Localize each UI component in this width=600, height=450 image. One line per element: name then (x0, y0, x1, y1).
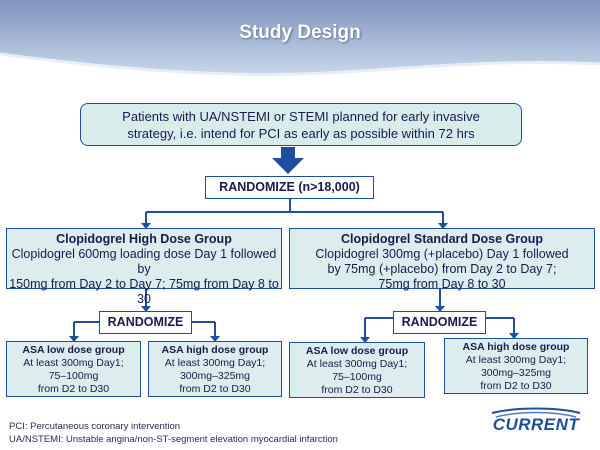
asa-group-title: ASA high dose group (462, 341, 570, 353)
population-line-2: strategy, i.e. intend for PCI as early a… (127, 126, 475, 141)
current-logo: CURRENT (486, 405, 586, 443)
arrowhead-asa1 (69, 336, 79, 342)
arm-high-line-2: 150mg from Day 2 to Day 7; 75mg from Day… (9, 277, 279, 306)
down-arrow-main (272, 147, 304, 174)
arm-standard-dose-box: Clopidogrel Standard Dose Group Clopidog… (289, 228, 595, 291)
randomize-right-box: RANDOMIZE (393, 311, 486, 334)
arrowhead-asa2 (210, 336, 220, 342)
arrowhead-rand-right (435, 306, 445, 312)
asa-group-line: At least 300mg Day1; (164, 357, 266, 369)
asa-group-line: 75–100mg (332, 371, 382, 383)
randomize-main-box: RANDOMIZE (n>18,000) (205, 176, 374, 199)
arrowhead-asa4 (509, 333, 519, 339)
asa-group-box: ASA high dose group At least 300mg Day1;… (444, 338, 588, 394)
asa-group-line: from D2 to D30 (480, 380, 552, 392)
asa-group-line: from D2 to D30 (37, 383, 110, 395)
asa-group-line: At least 300mg Day1; (306, 358, 408, 370)
asa-group-box: ASA low dose group At least 300mg Day1; … (289, 342, 425, 398)
randomize-left-box: RANDOMIZE (99, 311, 192, 334)
header-wave (0, 0, 600, 76)
asa-group-box: ASA low dose group At least 300mg Day1; … (6, 341, 141, 397)
arm-standard-title: Clopidogrel Standard Dose Group (340, 232, 544, 246)
arm-standard-line-2: by 75mg (+placebo) from Day 2 to Day 7; (327, 262, 557, 276)
arm-standard-line-3: 75mg from Day 8 to 30 (378, 277, 506, 291)
asa-group-line: 75–100mg (48, 370, 99, 382)
arm-high-title: Clopidogrel High Dose Group (56, 232, 232, 246)
asa-group-line: 300mg–325mg (480, 367, 552, 379)
asa-group-title: ASA low dose group (22, 344, 125, 356)
arrowhead-arm-high (141, 223, 151, 229)
logo-text: CURRENT (492, 415, 580, 434)
arrowhead-arm-standard (438, 223, 448, 229)
footnote-ua: UA/NSTEMI: Unstable angina/non-ST-segmen… (9, 434, 338, 445)
arm-standard-line-1: Clopidogrel 300mg (+placebo) Day 1 follo… (315, 247, 569, 261)
population-line-1: Patients with UA/NSTEMI or STEMI planned… (122, 109, 480, 124)
asa-group-line: 300mg–325mg (179, 370, 251, 382)
asa-group-line: At least 300mg Day1; (23, 357, 124, 369)
asa-group-line: from D2 to D30 (321, 384, 393, 396)
header-banner: Study Design (0, 0, 600, 80)
arm-high-line-1: Clopidogrel 600mg loading dose Day 1 fol… (11, 247, 277, 276)
asa-group-title: ASA high dose group (161, 344, 269, 356)
footnote-pci: PCI: Percutaneous coronary intervention (9, 421, 181, 432)
asa-group-box: ASA high dose group At least 300mg Day1;… (148, 341, 282, 397)
page-title: Study Design (239, 22, 361, 43)
arm-high-dose-box: Clopidogrel High Dose Group Clopidogrel … (6, 228, 282, 306)
logo-swoosh-icon (491, 407, 581, 418)
arrowhead-asa3 (360, 337, 370, 343)
asa-group-line: At least 300mg Day1; (465, 354, 567, 366)
population-box: Patients with UA/NSTEMI or STEMI planned… (80, 103, 522, 146)
arrowhead-rand-left (141, 306, 151, 312)
asa-group-line: from D2 to D30 (179, 383, 251, 395)
asa-group-title: ASA low dose group (305, 345, 409, 357)
